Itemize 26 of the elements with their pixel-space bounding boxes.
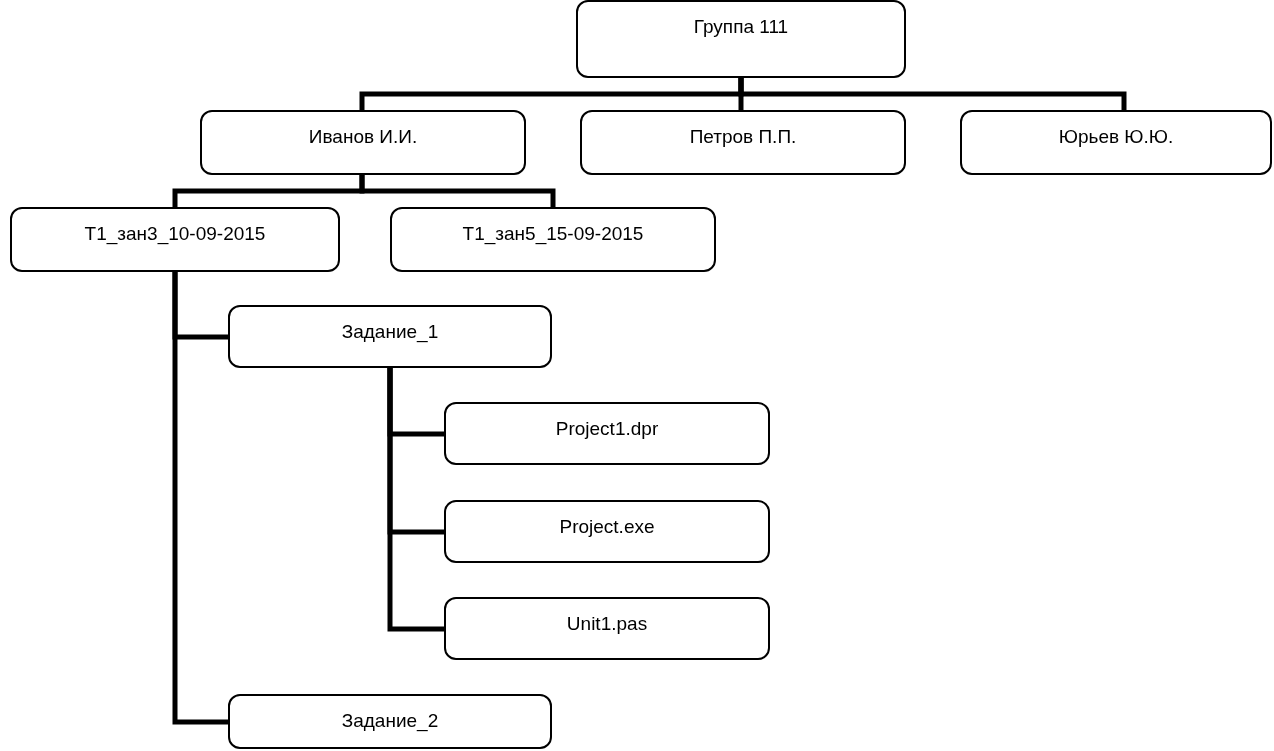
tree-box [390,207,716,272]
tree-box [10,207,340,272]
tree-box [228,305,552,368]
node-label: Unit1.pas [566,613,648,635]
tree-box [580,110,906,175]
node-label: Петров П.П. [689,126,797,148]
node-label: Т1_зан5_15-09-2015 [462,223,644,245]
node-label: Иванов И.И. [308,126,418,148]
connector-line [738,78,1127,110]
tree-box [960,110,1272,175]
tree-box [444,500,770,563]
tree-box [444,597,770,660]
tree-box [576,0,906,78]
connector-line [172,272,228,725]
connector-line [359,175,556,207]
node-label: Задание_2 [341,710,439,732]
node-label: Задание_1 [341,321,439,343]
tree-box [444,402,770,465]
node-label: Юрьев Ю.Ю. [1058,126,1174,148]
node-label: Project1.dpr [555,418,659,440]
node-label: Группа 111 [693,16,789,38]
node-label: Project.exe [559,516,655,538]
tree-box [200,110,526,175]
node-label: Т1_зан3_10-09-2015 [84,223,266,245]
connector-line [387,368,444,632]
tree-box [228,694,552,749]
